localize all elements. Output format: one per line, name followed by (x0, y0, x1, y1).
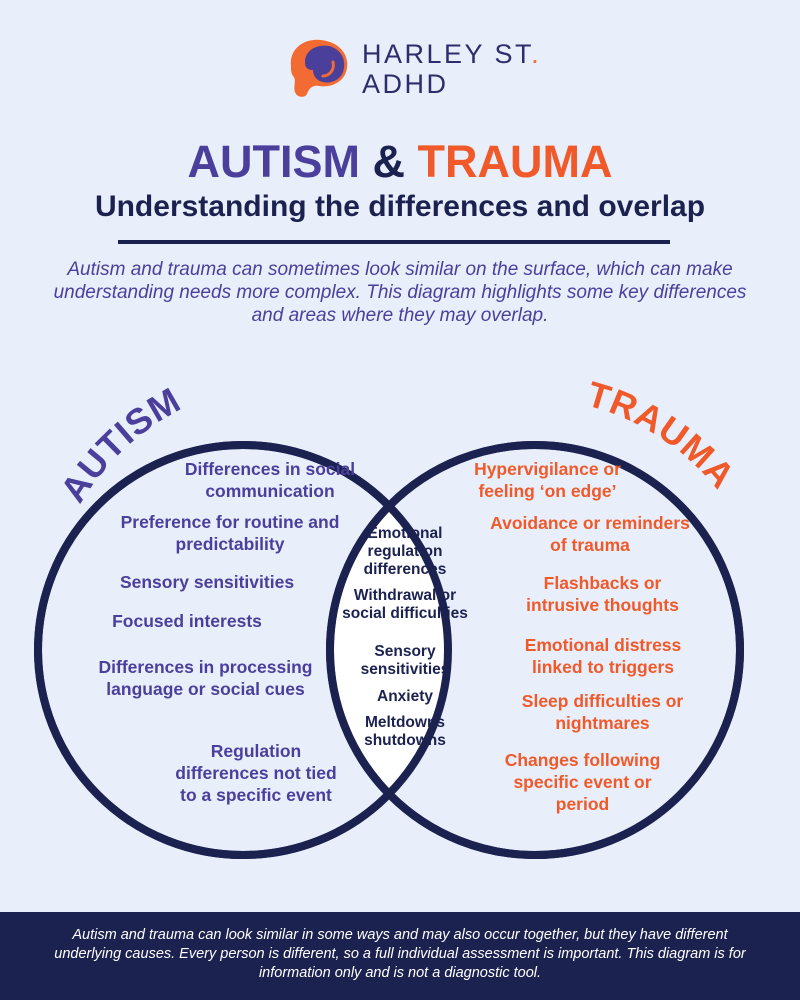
overlap-item: Anxiety (377, 688, 433, 705)
title-divider (118, 240, 670, 244)
autism-item: Sensory sensitivities (119, 572, 295, 592)
autism-item: Differences in processing language or so… (98, 657, 313, 699)
autism-item: Regulation differences not tied to a spe… (175, 741, 337, 805)
title-autism: AUTISM (187, 136, 361, 187)
overlap-item: Sensory sensitivities (360, 643, 450, 678)
page-title: AUTISM & TRAUMA (0, 136, 800, 188)
trauma-item: Changes following specific event or peri… (504, 750, 661, 814)
title-trauma: TRAUMA (417, 136, 613, 187)
brain-logo-icon (290, 39, 348, 97)
autism-item: Differences in social communication (184, 459, 356, 501)
intro-text: Autism and trauma can sometimes look sim… (53, 259, 747, 326)
footer-disclaimer: Autism and trauma can look similar in so… (0, 912, 800, 1000)
brand-name-line2: ADHD (362, 69, 449, 99)
brand-logo: HARLEY ST. ADHD (283, 36, 539, 99)
brand-dot: . (531, 39, 542, 69)
trauma-item: Sleep difficulties or nightmares (521, 691, 684, 733)
trauma-item: Avoidance or reminders of trauma (490, 513, 690, 555)
page-subtitle: Understanding the differences and overla… (94, 190, 706, 223)
autism-item: Focused interests (112, 611, 262, 631)
overlap-item: Emotional regulation differences (363, 525, 447, 578)
trauma-item: Flashbacks or intrusive thoughts (526, 573, 679, 615)
title-ampersand: & (372, 136, 406, 187)
brand-name-line1: HARLEY ST. (362, 39, 542, 69)
trauma-item: Hypervigilance or feeling ‘on edge’ (474, 459, 621, 501)
overlap-item: Meltdowns shutdowns (364, 714, 446, 749)
overlap-item: Withdrawal or social difficulties (342, 587, 468, 622)
footer-text: Autism and trauma can look similar in so… (54, 927, 746, 981)
autism-item: Preference for routine and predictabilit… (120, 512, 340, 554)
trauma-item: Emotional distress linked to triggers (524, 635, 682, 677)
venn-diagram: AUTISM TRAUMA (34, 380, 744, 859)
